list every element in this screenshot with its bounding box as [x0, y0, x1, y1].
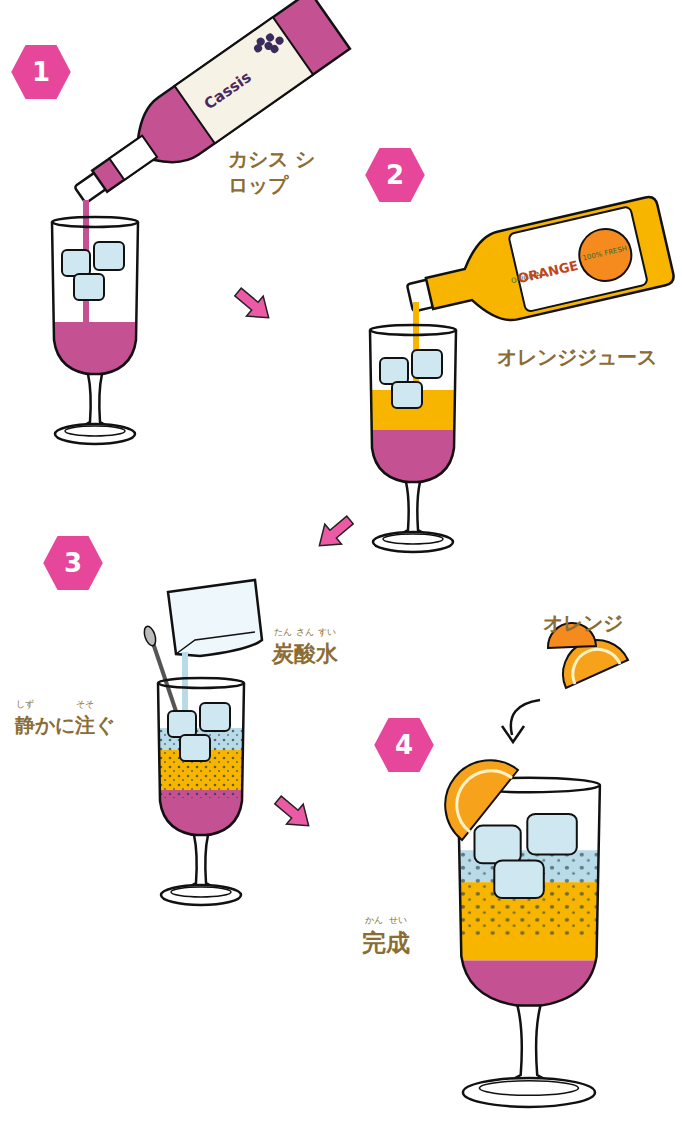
ingredient-label: 炭酸水: [272, 640, 338, 669]
step-hexagon: 1: [10, 44, 72, 100]
step-number: 4: [395, 732, 413, 758]
furigana: しず: [16, 700, 34, 709]
furigana: せい: [389, 916, 407, 925]
furigana: すい: [318, 628, 336, 637]
furigana: そそ: [76, 700, 94, 709]
step-number: 3: [64, 550, 82, 576]
step-hexagon: 3: [42, 535, 104, 591]
ingredient-label: カシス シロップ: [228, 146, 316, 198]
step-number: 2: [386, 162, 404, 188]
step-hexagon: 2: [364, 147, 426, 203]
furigana: たん: [274, 628, 292, 637]
result-label: 完成: [362, 928, 410, 959]
furigana: さん: [296, 628, 314, 637]
ingredient-label: オレンジ: [543, 610, 623, 636]
furigana: かん: [365, 916, 383, 925]
step-hexagon: 4: [373, 717, 435, 773]
step-number: 1: [32, 59, 50, 85]
ingredient-label: オレンジジュース: [497, 344, 657, 370]
instruction-label: 静かに注ぐ: [15, 712, 115, 738]
